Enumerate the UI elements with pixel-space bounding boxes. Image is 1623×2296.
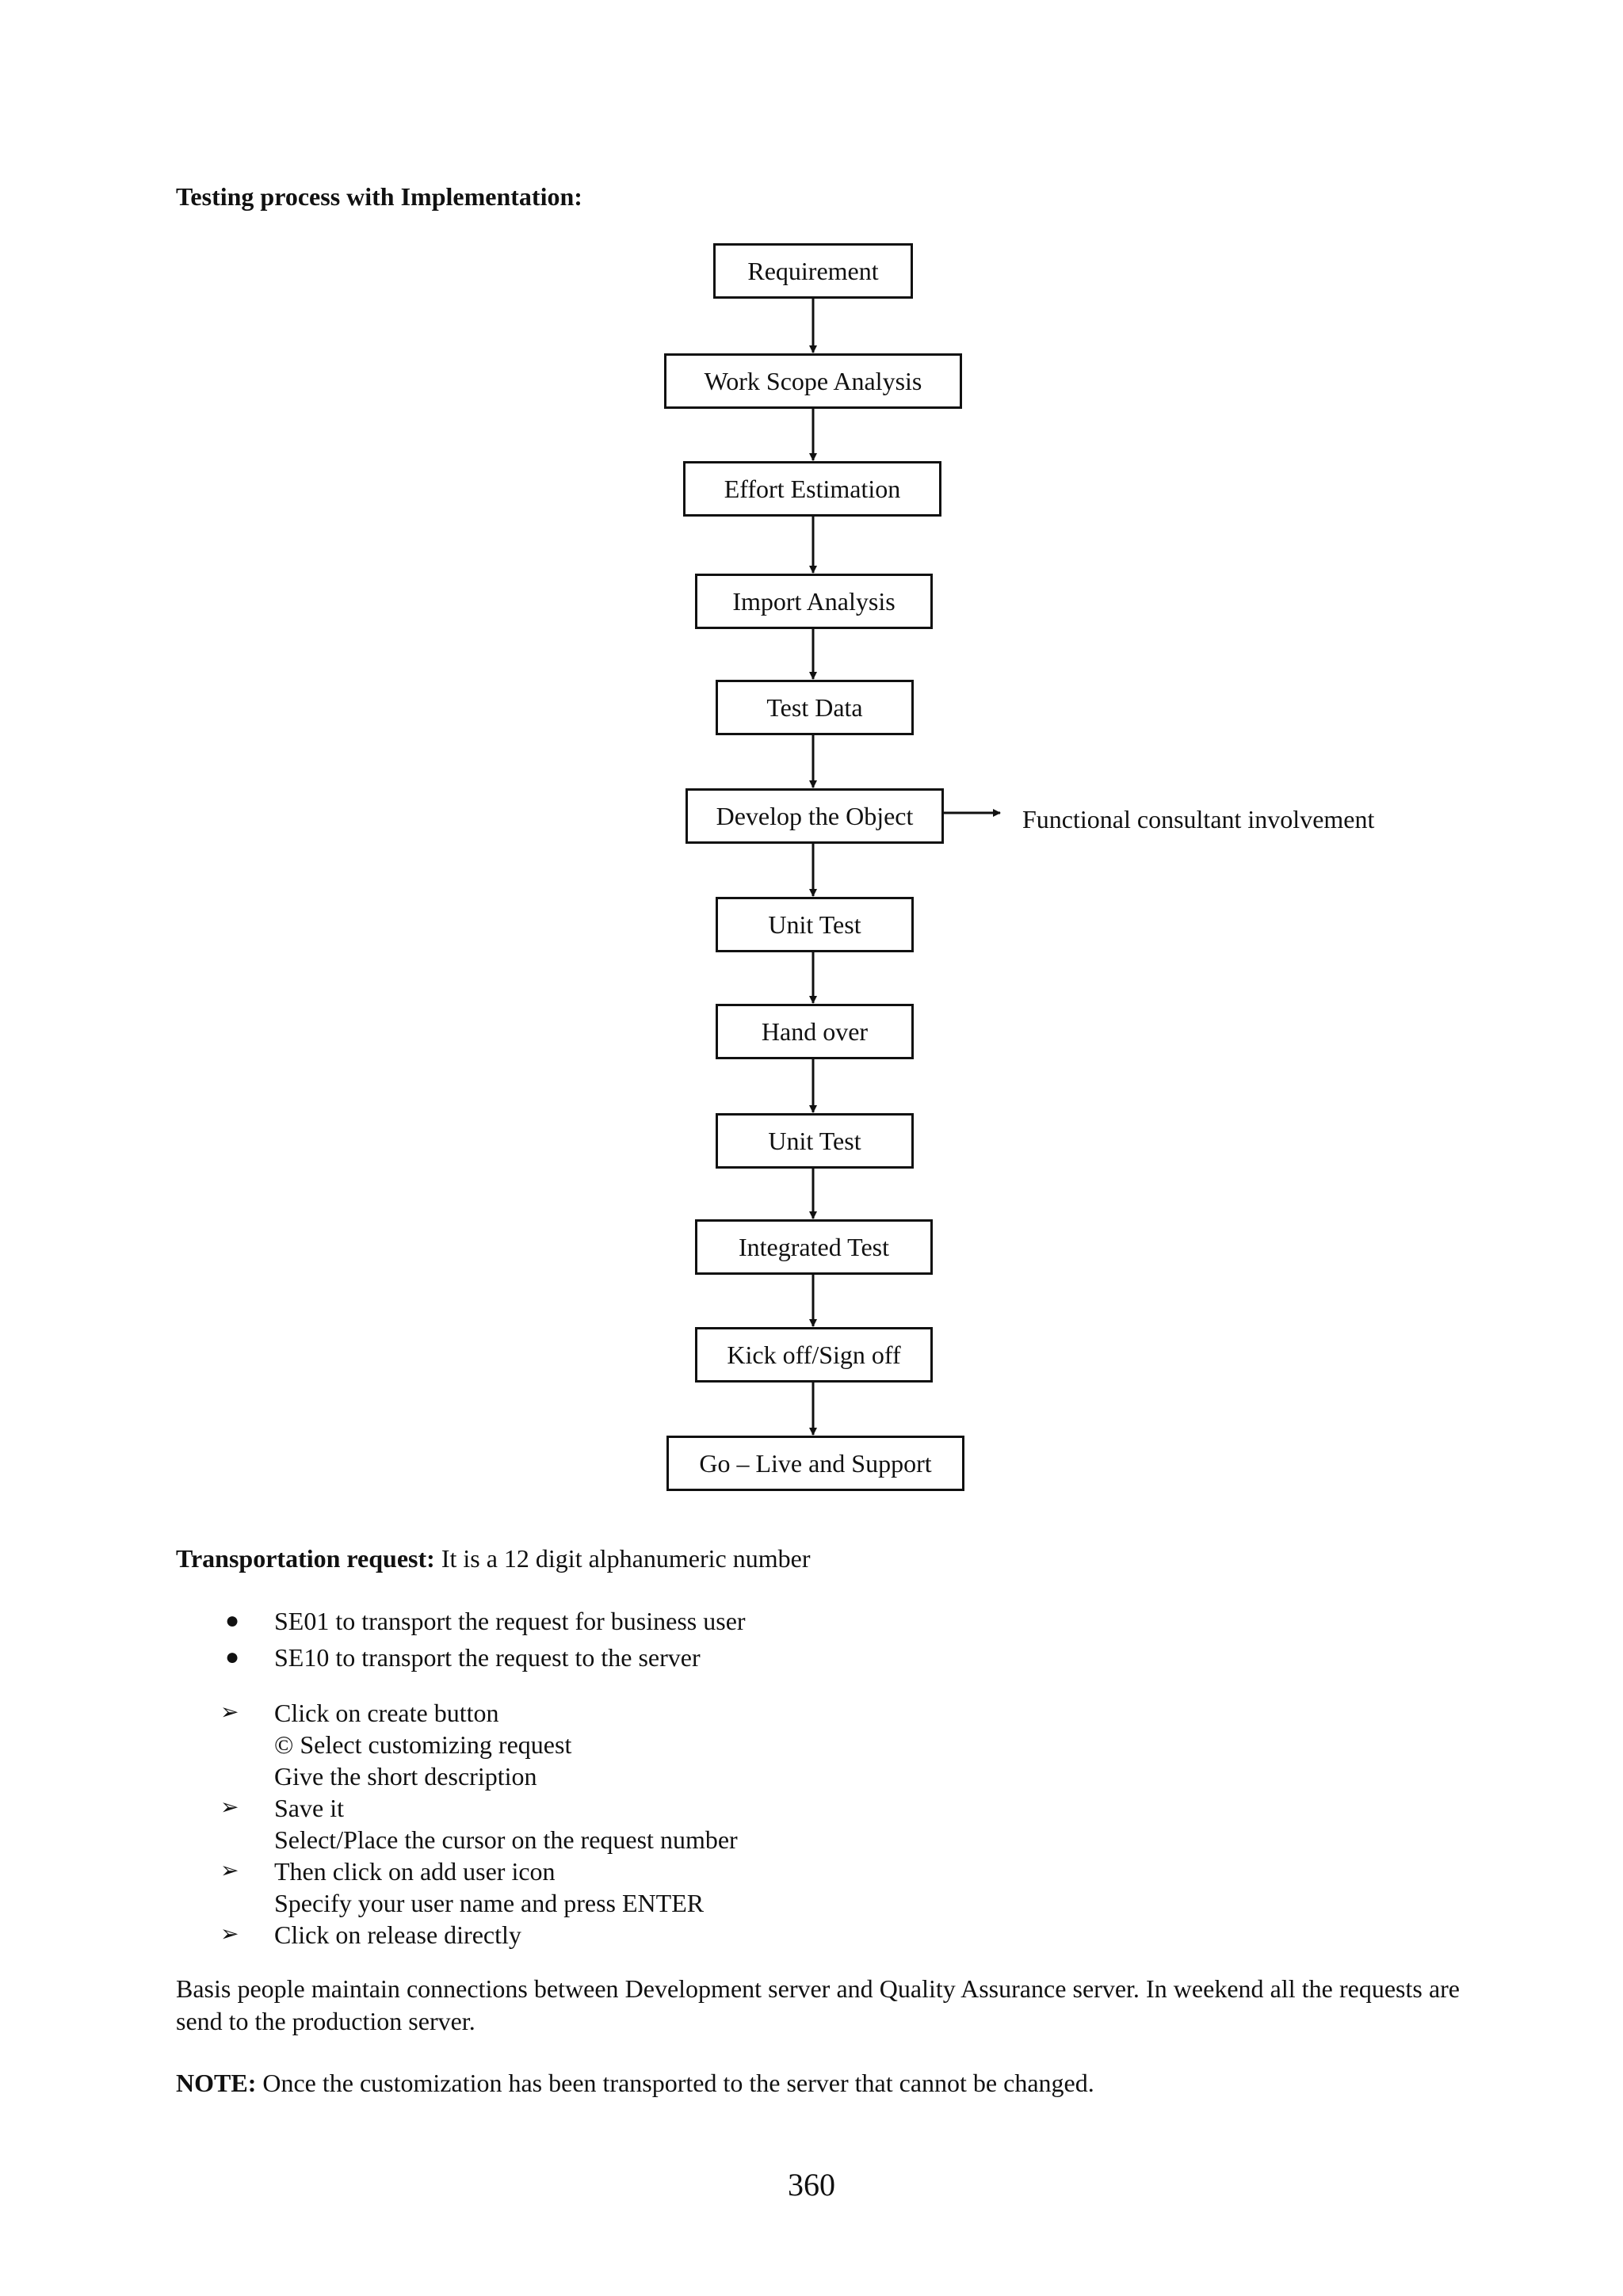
section-heading: Testing process with Implementation: — [176, 182, 582, 211]
flowchart-step-box: Integrated Test — [695, 1219, 933, 1275]
flowchart-step-box: Work Scope Analysis — [664, 353, 962, 409]
basis-paragraph: Basis people maintain connections betwee… — [176, 1974, 1460, 2035]
transport-steps-list: ➢ Click on create button © Select customiz… — [219, 1697, 738, 1951]
note-label: NOTE: — [176, 2069, 257, 2097]
list-item: ➢ Then click on add user icon — [219, 1855, 738, 1887]
list-item-text: Save it — [274, 1794, 344, 1822]
arrow-bullet-icon: ➢ — [220, 1795, 239, 1820]
flowchart-step-box: Import Analysis — [695, 574, 933, 629]
transport-request-label: Transportation request: — [176, 1544, 435, 1573]
flowchart-step-box: Hand over — [716, 1004, 914, 1059]
transport-request-text: It is a 12 digit alphanumeric number — [434, 1544, 811, 1573]
list-item-text: Give the short description — [274, 1762, 537, 1791]
flowchart-step-box: Requirement — [713, 243, 913, 299]
list-item-text: Select/Place the cursor on the request n… — [274, 1825, 738, 1854]
transport-bullet-list: ● SE01 to transport the request for busin… — [219, 1603, 746, 1676]
list-item: Select/Place the cursor on the request n… — [219, 1824, 738, 1855]
note-line: NOTE: Once the customization has been tr… — [176, 2067, 1094, 2099]
arrow-bullet-icon: ➢ — [220, 1922, 239, 1947]
page-number: 360 — [788, 2167, 835, 2203]
list-item-text: SE01 to transport the request for busine… — [274, 1607, 746, 1635]
list-item-text: Click on create button — [274, 1699, 499, 1727]
list-item: ➢ Click on release directly — [219, 1919, 738, 1951]
list-item: ● SE10 to transport the request to the se… — [219, 1639, 746, 1676]
note-text: Once the customization has been transpor… — [256, 2069, 1094, 2097]
list-item-text: Specify your user name and press ENTER — [274, 1889, 705, 1917]
list-item-text: SE10 to transport the request to the ser… — [274, 1643, 701, 1672]
list-item: Give the short description — [219, 1760, 738, 1792]
bullet-icon: ● — [225, 1608, 240, 1634]
flowchart-step-box: Effort Estimation — [683, 461, 941, 517]
flowchart-step-box: Unit Test — [716, 897, 914, 952]
flowchart-step-box: Kick off/Sign off — [695, 1327, 933, 1383]
bullet-icon: ● — [225, 1644, 240, 1670]
flowchart-step-box: Go – Live and Support — [666, 1436, 964, 1491]
list-item: Specify your user name and press ENTER — [219, 1887, 738, 1919]
arrow-bullet-icon: ➢ — [220, 1859, 239, 1883]
functional-consultant-note: Functional consultant involvement — [1022, 805, 1375, 833]
list-item-text: Then click on add user icon — [274, 1857, 556, 1886]
flowchart-step-box: Unit Test — [716, 1113, 914, 1169]
arrow-bullet-icon: ➢ — [220, 1700, 239, 1725]
list-item: ➢ Save it — [219, 1792, 738, 1824]
list-item-text: Click on release directly — [274, 1920, 521, 1949]
flowchart-step-box: Develop the Object — [685, 788, 944, 844]
list-item: ● SE01 to transport the request for busin… — [219, 1603, 746, 1639]
transport-request-line: Transportation request: It is a 12 digit… — [176, 1543, 810, 1574]
list-item: ➢ Click on create button — [219, 1697, 738, 1729]
flowchart-step-box: Test Data — [716, 680, 914, 735]
list-item-text: © Select customizing request — [274, 1730, 572, 1759]
list-item: © Select customizing request — [219, 1729, 738, 1760]
